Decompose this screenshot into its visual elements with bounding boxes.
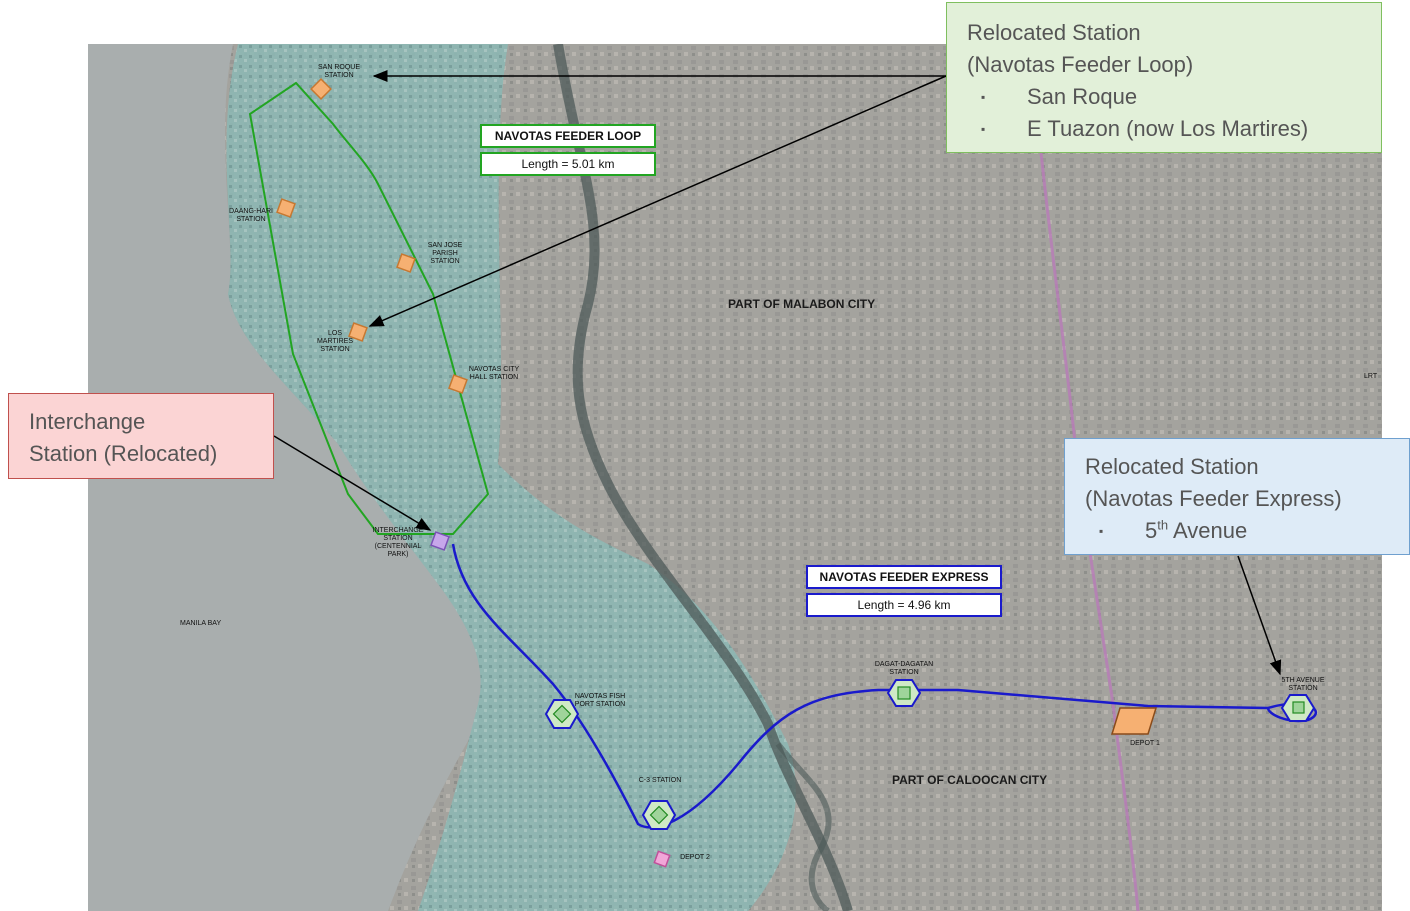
callout-loop-item: ▪E Tuazon (now Los Martires) — [967, 113, 1381, 145]
area-label-malabon: PART OF MALABON CITY — [728, 297, 876, 311]
feeder-express-route — [451, 543, 1317, 829]
fifth-inner — [1292, 701, 1305, 714]
callout-interchange: Interchange Station (Relocated) — [8, 393, 274, 479]
area-label-manila-bay: MANILA BAY — [180, 620, 222, 627]
loop-title: NAVOTAS FEEDER LOOP — [480, 124, 656, 148]
depot-1-marker[interactable] — [1110, 707, 1158, 735]
c3-inner — [649, 805, 669, 825]
label-daang-hari: DAANG-HARI STATION — [229, 208, 273, 223]
callout-express-title-1: Relocated Station — [1085, 454, 1259, 479]
callout-loop-list: ▪San Roque ▪E Tuazon (now Los Martires) — [967, 81, 1381, 145]
loop-length: Length = 5.01 km — [480, 152, 656, 176]
label-interchange: INTERCHANGE STATION (CENTENNIAL PARK) — [372, 527, 424, 558]
station-daang-hari-marker[interactable] — [276, 198, 296, 218]
depot-2-marker[interactable] — [653, 850, 671, 868]
callout-express-item: ▪5th Avenue — [1085, 515, 1409, 547]
express-info-box: NAVOTAS FEEDER EXPRESS Length = 4.96 km — [806, 565, 1002, 617]
label-city-hall: NAVOTAS CITY HALL STATION — [468, 366, 520, 381]
bullet-icon: ▪ — [981, 90, 986, 104]
label-5th-avenue: 5TH AVENUE STATION — [1281, 677, 1325, 692]
label-depot-1: DEPOT 1 — [1130, 740, 1160, 747]
station-los-martires-marker[interactable] — [348, 322, 368, 342]
label-depot-2: DEPOT 2 — [680, 854, 710, 861]
callout-relocated-express: Relocated Station (Navotas Feeder Expres… — [1064, 438, 1410, 555]
bullet-icon: ▪ — [1099, 524, 1104, 538]
callout-loop-title-2: (Navotas Feeder Loop) — [967, 52, 1194, 77]
callout-loop-item: ▪San Roque — [967, 81, 1381, 113]
label-dagat-dagatan: DAGAT-DAGATAN STATION — [874, 661, 934, 676]
callout-relocated-loop: Relocated Station (Navotas Feeder Loop) … — [946, 2, 1382, 153]
callout-interchange-line-2: Station (Relocated) — [29, 441, 218, 466]
fish-port-inner — [552, 704, 572, 724]
station-interchange-marker[interactable] — [430, 531, 450, 551]
express-length: Length = 4.96 km — [806, 593, 1002, 617]
callout-loop-title-1: Relocated Station — [967, 20, 1141, 45]
label-los-martires: LOS MARTIRES STATION — [316, 330, 354, 353]
river-branch — [775, 742, 832, 911]
label-san-jose-parish: SAN JOSE PARISH STATION — [427, 242, 463, 265]
callout-express-list: ▪5th Avenue — [1085, 515, 1409, 547]
station-city-hall-marker[interactable] — [448, 374, 468, 394]
label-san-roque: SAN ROQUE STATION — [317, 64, 360, 79]
loop-info-box: NAVOTAS FEEDER LOOP Length = 5.01 km — [480, 124, 656, 176]
label-fish-port: NAVOTAS FISH PORT STATION — [574, 693, 626, 708]
callout-express-title-2: (Navotas Feeder Express) — [1085, 486, 1342, 511]
express-title: NAVOTAS FEEDER EXPRESS — [806, 565, 1002, 589]
station-san-roque-marker[interactable] — [310, 78, 332, 100]
label-c3: C-3 STATION — [638, 777, 682, 784]
navotas-texture — [226, 44, 796, 911]
area-label-lrt: LRT — [1364, 373, 1378, 380]
callout-interchange-line-1: Interchange — [29, 409, 146, 434]
bullet-icon: ▪ — [981, 122, 986, 136]
area-label-caloocan: PART OF CALOOCAN CITY — [892, 773, 1048, 787]
dagat-inner — [897, 686, 911, 700]
